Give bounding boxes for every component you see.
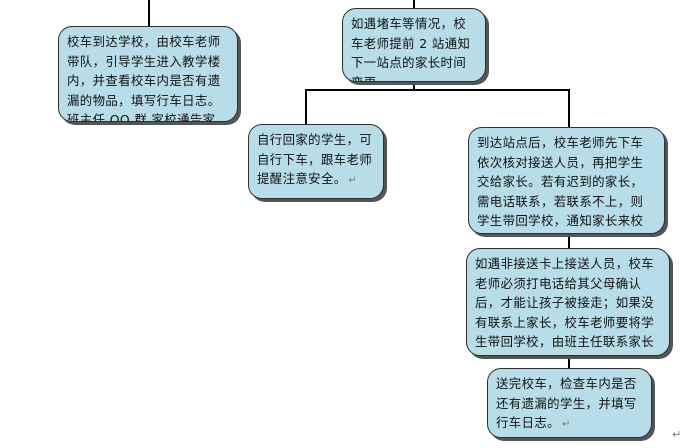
page-paragraph-mark: ↵ [672, 428, 682, 441]
paragraph-mark: ↵ [348, 175, 358, 187]
paragraph-mark: ↵ [391, 79, 400, 81]
node-after-delivery: 送完校车，检查车内是否还有遗漏的学生，并填写行车日志。↵ [487, 368, 652, 438]
node-arrive-school-text: 校车到达学校，由校车老师带队，引导学生进入教学楼内，并查看校车内是否有遗漏的物品… [67, 34, 221, 122]
connector-branch-right-drop [568, 89, 570, 127]
connector-top-right [413, 0, 415, 8]
node-traffic-jam: 如遇堵车等情况，校车老师提前 2 站通知下一站点的家长时间变更。↵ [342, 8, 486, 82]
connector-stop-to-noncard [568, 234, 570, 248]
connector-noncard-to-final [568, 356, 570, 368]
node-non-card-pickup-text: 如遇非接送卡上接送人员，校车老师必须打电话给其父母确认后，才能让孩子被接走；如果… [475, 256, 655, 355]
node-self-home: 自行回家的学生，可自行下车，跟车老师提醒注意安全。↵ [248, 124, 384, 199]
node-arrive-school: 校车到达学校，由校车老师带队，引导学生进入教学楼内，并查看校车内是否有遗漏的物品… [58, 26, 238, 122]
connector-top-left [148, 0, 150, 26]
paragraph-mark: ↵ [561, 419, 571, 431]
node-arrive-stop-text: 到达站点后，校车老师先下车依次核对接送人员，再把学生交给家长。若有迟到的家长，需… [477, 135, 644, 233]
connector-horizontal-branch [305, 89, 570, 91]
node-traffic-jam-text: 如遇堵车等情况，校车老师提前 2 站通知下一站点的家长时间变更。 [351, 16, 471, 81]
connector-branch-left-drop [305, 89, 307, 124]
node-arrive-stop: 到达站点后，校车老师先下车依次核对接送人员，再把学生交给家长。若有迟到的家长，需… [468, 127, 665, 234]
node-self-home-text: 自行回家的学生，可自行下车，跟车老师提醒注意安全。 [257, 132, 373, 187]
node-after-delivery-text: 送完校车，检查车内是否还有遗漏的学生，并填写行车日志。 [496, 376, 637, 431]
connector-jam-down [413, 82, 415, 90]
node-non-card-pickup: 如遇非接送卡上接送人员，校车老师必须打电话给其父母确认后，才能让孩子被接走；如果… [466, 248, 670, 356]
